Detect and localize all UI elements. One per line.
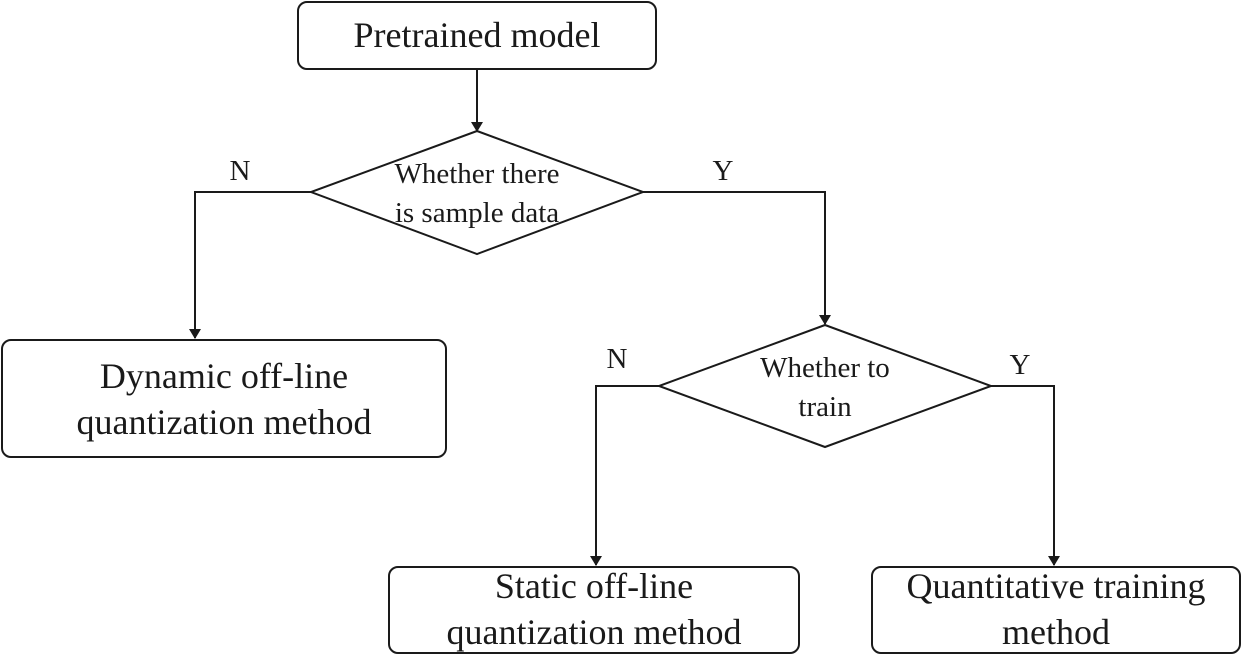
node-quantitative-training: Quantitative training method <box>871 566 1241 654</box>
static-offline-label-line1: Static off-line <box>495 566 693 606</box>
node-static-offline: Static off-line quantization method <box>388 566 800 654</box>
edge-label-sample-no: N <box>230 155 251 187</box>
node-train-decision: Whether to train <box>656 323 994 449</box>
sample-data-label-line1: Whether there <box>394 158 559 190</box>
dynamic-offline-label-line2: quantization method <box>77 402 372 442</box>
edge-train-yes-to-quant-training <box>991 385 1060 566</box>
sample-data-label-line2: is sample data <box>395 197 559 229</box>
dynamic-offline-box <box>1 339 447 458</box>
edge-label-train-yes: Y <box>1010 349 1031 381</box>
static-offline-label-line2: quantization method <box>447 612 742 652</box>
pretrained-model-label: Pretrained model <box>354 15 601 55</box>
quantitative-training-box <box>871 566 1241 654</box>
edge-label-sample-yes: Y <box>713 155 734 187</box>
edge-sample-no-to-dynamic <box>189 191 311 339</box>
quantitative-training-label-line2: method <box>1002 612 1110 652</box>
train-label-line2: train <box>798 391 852 423</box>
node-sample-data-decision: Whether there is sample data <box>308 129 646 256</box>
train-label-line1: Whether to <box>760 352 890 384</box>
quantitative-training-label-line1: Quantitative training <box>907 566 1206 606</box>
node-pretrained-model: Pretrained model <box>297 1 657 70</box>
edge-train-no-to-static <box>590 385 659 566</box>
sample-data-diamond <box>308 129 646 256</box>
node-dynamic-offline: Dynamic off-line quantization method <box>1 339 447 458</box>
edge-sample-yes-to-train-decision <box>643 191 831 325</box>
train-diamond <box>656 323 994 449</box>
dynamic-offline-label-line1: Dynamic off-line <box>100 356 348 396</box>
static-offline-box <box>388 566 800 654</box>
edge-label-train-no: N <box>607 343 628 375</box>
